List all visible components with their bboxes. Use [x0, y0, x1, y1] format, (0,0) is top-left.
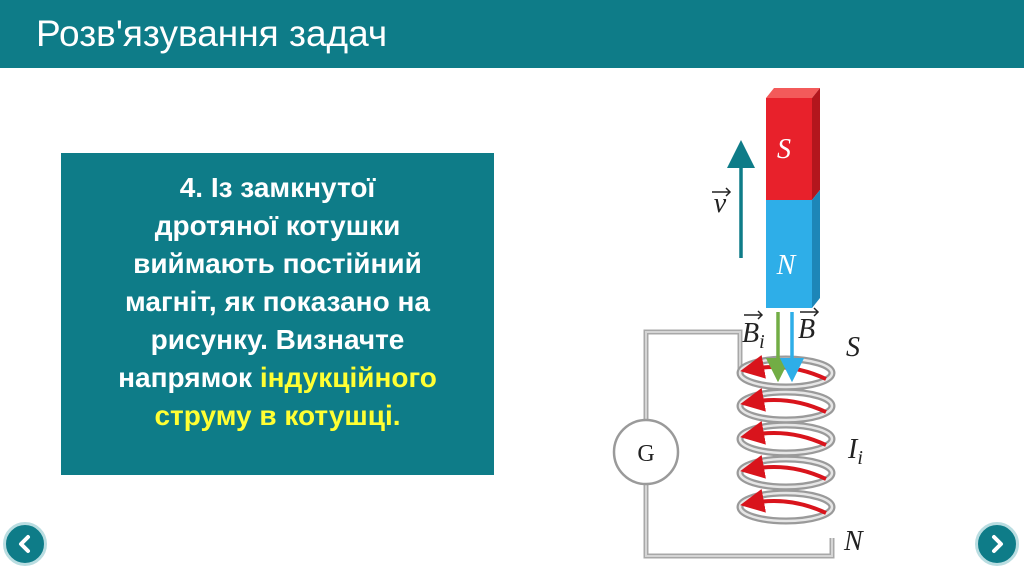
magnet-north-label: N [776, 250, 797, 281]
task-line: дротяної котушки [154, 210, 401, 241]
permanent-magnet [766, 88, 820, 308]
task-line: магніт, як показано на [125, 286, 430, 317]
galvanometer-label: G [637, 441, 654, 467]
previous-slide-button[interactable] [3, 522, 47, 566]
magnet-south-label: S [777, 134, 791, 165]
task-highlight: індукційного [259, 362, 437, 393]
next-slide-button[interactable] [975, 522, 1019, 566]
task-line: напрямок індукційного [71, 359, 484, 397]
velocity-label: v [714, 188, 727, 219]
coil-magnet-diagram: G S N v [612, 88, 864, 559]
task-line: 4. Із замкнутої [179, 172, 376, 203]
task-highlight: струму в котушці. [154, 400, 401, 431]
page-title: Розв'язування задач [36, 13, 388, 54]
task-line: рисунку. Визначте [150, 324, 405, 355]
coil-north-pole-label: N [843, 526, 864, 557]
task-line: виймають постійний [133, 248, 422, 279]
coil-south-pole-label: S [846, 332, 860, 363]
task-line-text: напрямок [118, 362, 260, 393]
induced-current-label: Ii [847, 434, 863, 469]
chevron-right-icon [992, 535, 1003, 553]
header-bar: Розв'язування задач [0, 0, 1024, 68]
chevron-left-icon [19, 535, 30, 553]
magnet-field-label: B [798, 314, 815, 345]
task-text-box: 4. Із замкнутої дротяної котушки виймают… [61, 153, 494, 475]
induced-field-label: Bi [742, 318, 765, 353]
galvanometer [612, 418, 680, 486]
